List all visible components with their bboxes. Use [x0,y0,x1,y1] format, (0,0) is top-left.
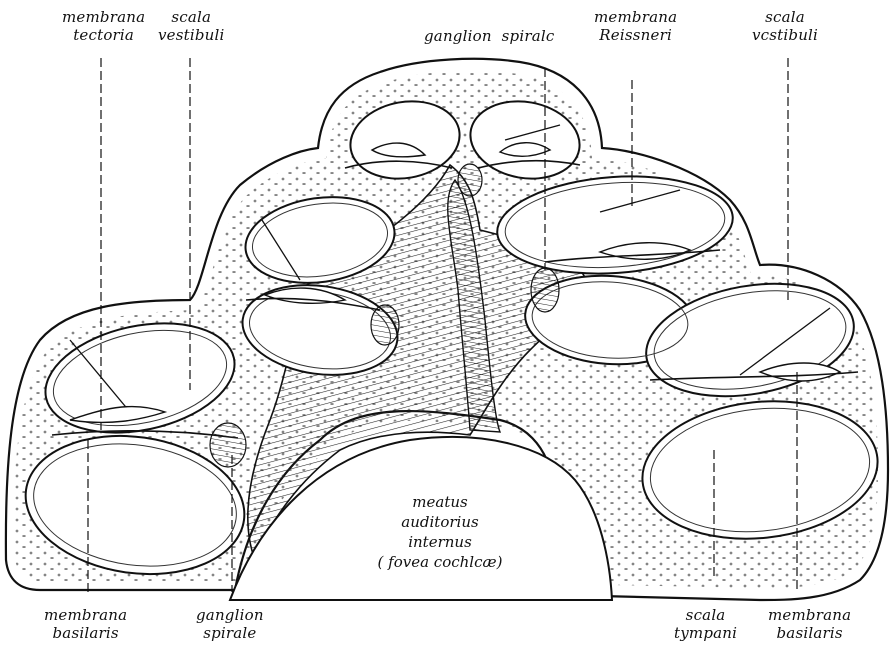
spiral-ganglion-mid-left [371,305,399,345]
label-membrana-basilaris-left: membrana basilaris [44,606,127,642]
label-scala-vestibuli-left: scala vestibuli [158,8,225,44]
label-membrana-reissneri: membrana Reissneri [594,8,677,44]
spiral-ganglion-mid-right [531,268,559,312]
label-membrana-basilaris-right: membrana basilaris [768,606,851,642]
label-meatus-auditorius-internus: meatus auditorius internus ( fovea cochl… [340,492,540,572]
label-scala-tympani: scala tympani [674,606,737,642]
label-ganglion-spirale-bottom: ganglion spirale [196,606,264,642]
spiral-ganglion-apical [458,164,482,196]
spiral-ganglion-left [210,423,246,467]
label-ganglion-spirale-top: ganglion spiralc [424,27,554,45]
label-membrana-tectoria: membrana tectoria [62,8,145,44]
label-scala-vestibuli-right: scala vcstibuli [752,8,818,44]
